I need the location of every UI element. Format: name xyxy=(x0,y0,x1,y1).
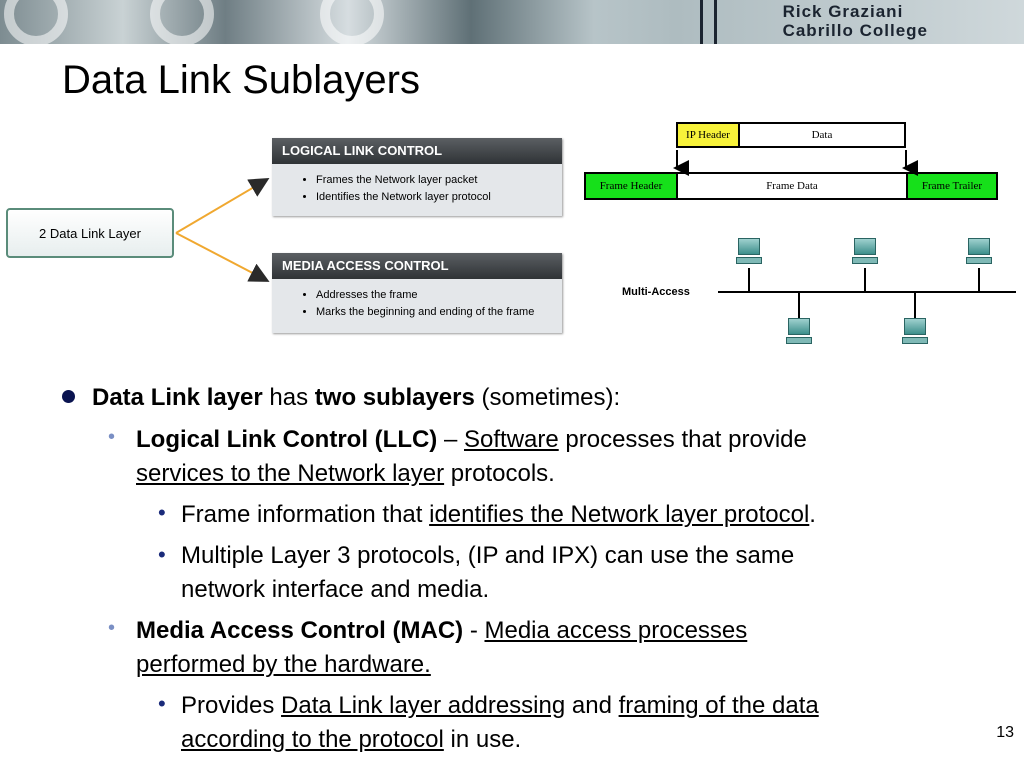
bullet-llc-sub2-line1: Multiple Layer 3 protocols, (IP and IPX)… xyxy=(181,542,795,569)
computer-icon xyxy=(852,238,878,268)
page-title: Data Link Sublayers xyxy=(62,58,420,102)
mac-panel-heading: MEDIA ACCESS CONTROL xyxy=(272,253,562,279)
computer-icon xyxy=(902,318,928,348)
packet-data-field: Data xyxy=(738,122,906,148)
header-banner: Rick Graziani Cabrillo College xyxy=(0,0,1024,44)
author-college: Cabrillo College xyxy=(782,21,928,40)
llc-panel: LOGICAL LINK CONTROL Frames the Network … xyxy=(272,138,562,216)
list-item: Addresses the frame xyxy=(316,287,562,304)
bullet-llc-line1: Logical Link Control (LLC) – Software pr… xyxy=(136,426,807,453)
banner-wheel-graphic xyxy=(150,0,214,44)
author-credit: Rick Graziani Cabrillo College xyxy=(783,2,928,40)
data-link-layer-box: 2 Data Link Layer xyxy=(6,208,174,258)
multi-access-label: Multi-Access xyxy=(622,286,690,298)
ip-header-field: IP Header xyxy=(676,122,740,148)
banner-wheel-graphic xyxy=(320,0,384,44)
bullet-llc-sub2-line2: network interface and media. xyxy=(181,576,490,603)
list-item: Identifies the Network layer protocol xyxy=(316,189,562,206)
llc-panel-list: Frames the Network layer packet Identifi… xyxy=(272,164,562,212)
banner-divider xyxy=(714,0,717,44)
banner-divider xyxy=(700,0,703,44)
computer-icon xyxy=(966,238,992,268)
bullet-mac-sub1-line1: Provides Data Link layer addressing and … xyxy=(181,692,819,719)
bullet-marker: • xyxy=(158,542,166,567)
bullet-marker: • xyxy=(158,691,166,716)
bullet-mac-sub1-line2: according to the protocol in use. xyxy=(181,726,522,753)
bullet-llc-line2: services to the Network layer protocols. xyxy=(136,460,555,487)
bullet-mac-line2: performed by the hardware. xyxy=(136,651,431,678)
llc-panel-heading: LOGICAL LINK CONTROL xyxy=(272,138,562,164)
list-item: Frames the Network layer packet xyxy=(316,172,562,189)
bullet-marker xyxy=(62,390,75,403)
bullet-marker: • xyxy=(108,426,116,448)
mac-panel: MEDIA ACCESS CONTROL Addresses the frame… xyxy=(272,253,562,333)
bullet-llc-sub1: Frame information that identifies the Ne… xyxy=(181,501,816,528)
banner-wheel-graphic xyxy=(4,0,68,44)
arrow-to-llc xyxy=(175,177,270,234)
computer-icon xyxy=(736,238,762,268)
computer-icon xyxy=(786,318,812,348)
bullet-marker: • xyxy=(158,500,166,525)
list-item: Marks the beginning and ending of the fr… xyxy=(316,304,562,321)
bullet-mac-line1: Media Access Control (MAC) - Media acces… xyxy=(136,617,748,644)
arrow-to-mac xyxy=(175,232,270,282)
frame-trailer-field: Frame Trailer xyxy=(906,172,998,200)
author-name: Rick Graziani xyxy=(782,2,904,21)
bullet-marker: • xyxy=(108,617,116,639)
slide-number: 13 xyxy=(996,724,1014,741)
mac-panel-list: Addresses the frame Marks the beginning … xyxy=(272,279,562,327)
frame-data-field: Frame Data xyxy=(676,172,908,200)
frame-header-field: Frame Header xyxy=(584,172,678,200)
bullet-sublayers-intro: Data Link layer has two sublayers (somet… xyxy=(92,384,621,411)
